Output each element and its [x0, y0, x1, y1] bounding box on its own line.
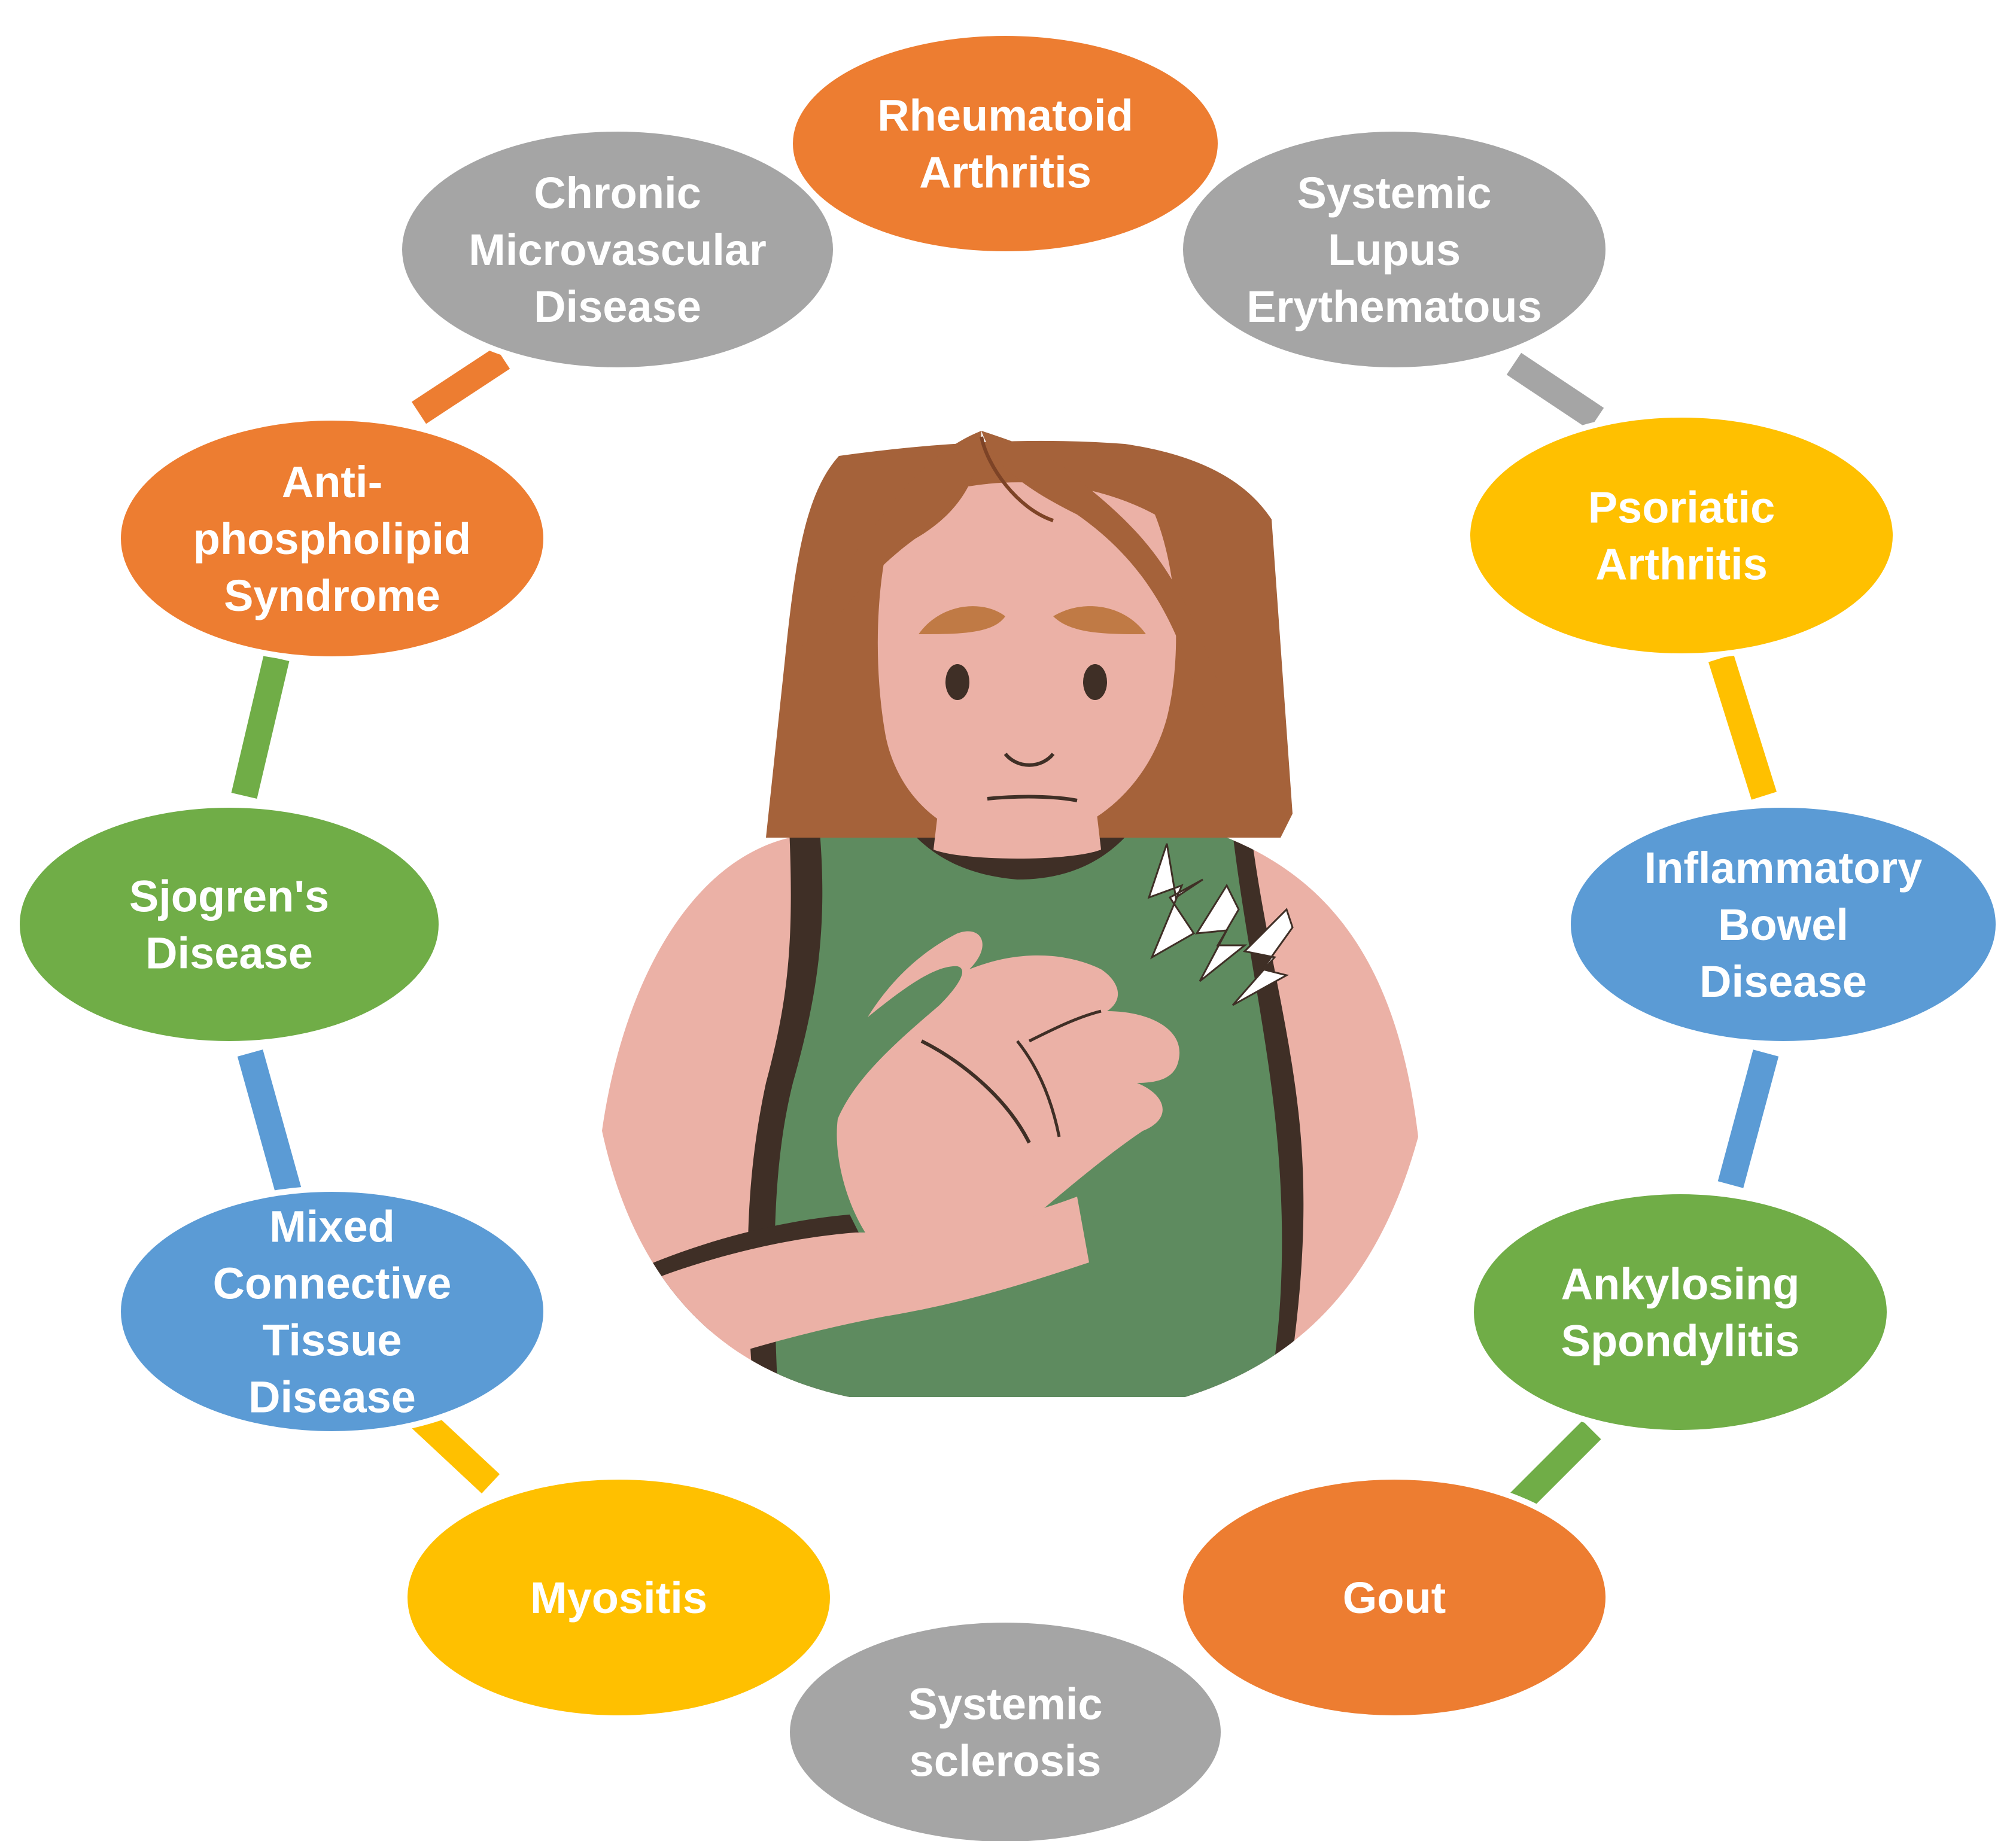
node-label-line: Lupus	[1328, 225, 1461, 275]
node-shape	[1565, 802, 2002, 1047]
node-label-line: sclerosis	[910, 1736, 1102, 1786]
connector-lupus-psoriatic	[1506, 352, 1604, 430]
node-label-line: Microvascular	[469, 225, 767, 275]
connectors	[231, 346, 1779, 1517]
node-label-line: Bowel	[1718, 900, 1848, 950]
connector-sjogren-aps	[231, 655, 290, 799]
node-shape	[115, 415, 549, 662]
node-label: Myositis	[530, 1573, 707, 1623]
pain-lightning-icon	[1147, 843, 1294, 1006]
node-label-line: Syndrome	[224, 571, 440, 620]
node-shape	[1468, 1188, 1893, 1436]
node-shape	[402, 1474, 836, 1721]
node-systemic-sclerosis: Systemic sclerosis	[784, 1617, 1227, 1841]
node-label-line: Inflammatory	[1644, 843, 1923, 893]
node-shape	[115, 1186, 549, 1437]
node-shape	[396, 126, 839, 373]
node-label-line: Sjogren's	[129, 872, 329, 921]
node-label-line: Systemic	[908, 1679, 1103, 1729]
node-shape	[1464, 412, 1899, 659]
node-label-line: Erythematous	[1246, 282, 1541, 331]
node-label-line: Connective	[213, 1259, 452, 1309]
node-label-line: Disease	[534, 282, 701, 331]
node-label-line: Mixed	[269, 1202, 395, 1252]
node-label-line: Disease	[1699, 957, 1867, 1006]
node-label: Systemic sclerosis	[908, 1679, 1103, 1786]
node-label-line: Rheumatoid	[877, 91, 1133, 141]
node-label-line: Chronic	[534, 168, 701, 218]
node-label-line: Disease	[248, 1373, 416, 1422]
node-label-line: Tissue	[262, 1316, 402, 1365]
connector-aps-cmd	[411, 346, 510, 424]
connector-psoriatic-ibd	[1708, 654, 1777, 800]
node-gout: Gout	[1177, 1474, 1611, 1721]
node-shape	[784, 1617, 1227, 1841]
node-shape	[787, 30, 1224, 257]
node-shape	[1177, 1474, 1611, 1721]
connector-myositis-mctd	[409, 1407, 500, 1494]
node-myositis: Myositis	[402, 1474, 836, 1721]
connector-ankylosing-gout	[1504, 1420, 1601, 1517]
node-label-line: Anti-	[282, 457, 383, 507]
node-label-line: Spondylitis	[1561, 1316, 1800, 1366]
node-shape	[14, 802, 445, 1047]
connector-ibd-ankylosing	[1717, 1049, 1779, 1188]
node-label-line: Gout	[1343, 1573, 1446, 1623]
node-label-line: phospholipid	[193, 514, 471, 564]
node-label-line: Psoriatic	[1588, 483, 1775, 532]
connector-mctd-sjogren	[237, 1049, 302, 1194]
node-label-line: Disease	[145, 929, 313, 978]
node-shape	[1177, 126, 1611, 373]
woman-holding-chest-icon	[602, 431, 1418, 1397]
node-label-line: Arthritis	[919, 148, 1091, 197]
node-label-line: Myositis	[530, 1573, 707, 1623]
node-label: Gout	[1343, 1573, 1446, 1623]
node-label-line: Systemic	[1297, 168, 1492, 218]
node-label-line: Ankylosing	[1561, 1259, 1800, 1309]
node-label-line: Arthritis	[1595, 540, 1768, 589]
